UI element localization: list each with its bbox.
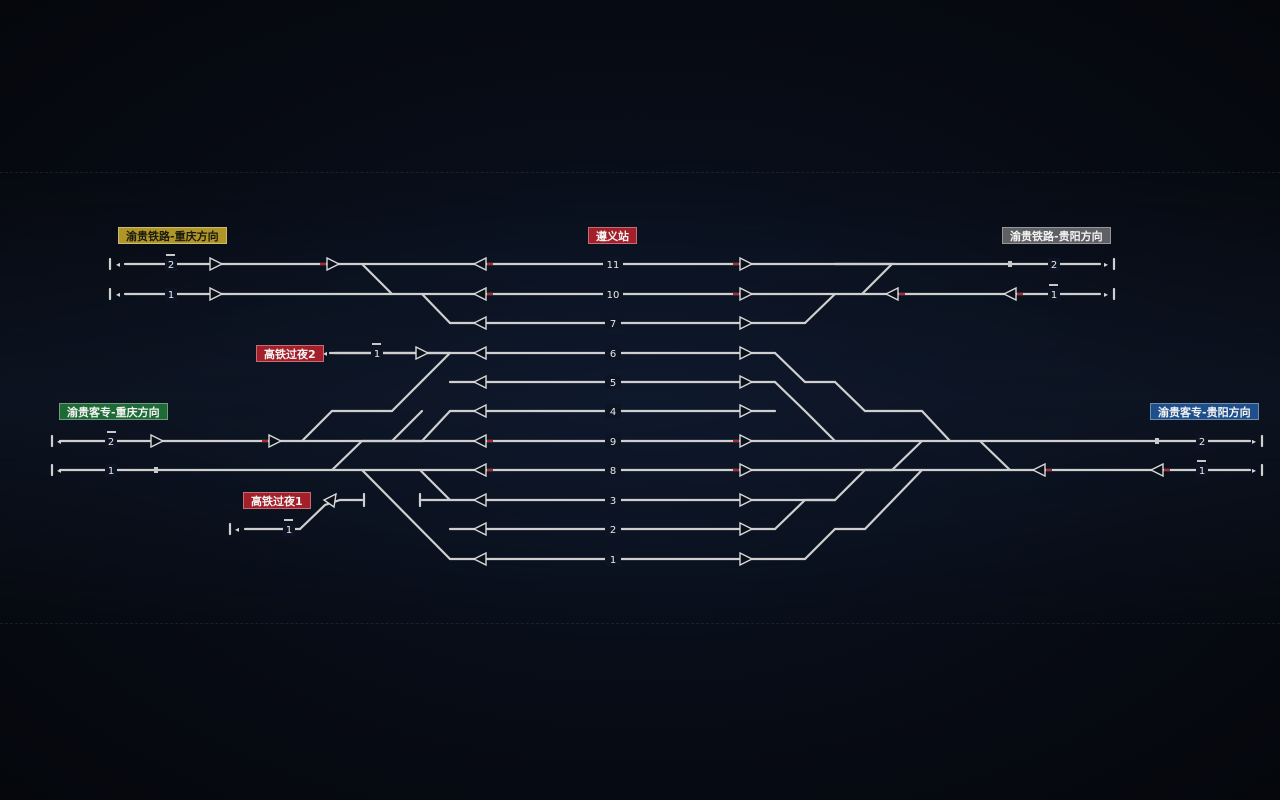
signal-icon[interactable] bbox=[209, 286, 224, 302]
block-indicator bbox=[284, 519, 293, 521]
signal-icon[interactable] bbox=[472, 403, 487, 419]
signal-icon[interactable] bbox=[1031, 462, 1046, 478]
signal-icon[interactable] bbox=[1002, 286, 1017, 302]
label-overnight-2: 高铁过夜2 bbox=[256, 345, 324, 362]
line-end-arrow-icon: ◂ bbox=[235, 525, 239, 534]
signal-icon[interactable] bbox=[739, 521, 754, 537]
crossover[interactable] bbox=[803, 292, 837, 325]
block-indicator bbox=[1197, 460, 1206, 462]
line-end-arrow-icon: ▸ bbox=[1252, 437, 1256, 446]
crossover[interactable] bbox=[300, 409, 394, 443]
signal-icon[interactable] bbox=[739, 433, 754, 449]
signal-icon[interactable] bbox=[268, 433, 283, 449]
crossover[interactable] bbox=[833, 262, 895, 296]
track-number: 10 bbox=[607, 290, 620, 301]
signal-icon[interactable] bbox=[739, 374, 754, 390]
crossover[interactable] bbox=[773, 351, 952, 443]
label-guiyang-railway: 渝贵铁路-贵阳方向 bbox=[1002, 227, 1111, 244]
line-number: 2 bbox=[1199, 437, 1205, 448]
crossover[interactable] bbox=[360, 468, 452, 561]
track-number: 2 bbox=[610, 525, 616, 536]
line-number: 2 bbox=[1051, 260, 1057, 271]
track-number: 3 bbox=[610, 496, 616, 507]
signal-icon[interactable] bbox=[472, 315, 487, 331]
crossover[interactable] bbox=[360, 262, 394, 296]
line-end-arrow-icon: ◂ bbox=[116, 290, 120, 299]
line-number: 1 bbox=[286, 525, 292, 536]
signal-icon[interactable] bbox=[739, 492, 754, 508]
signal-icon[interactable] bbox=[1149, 462, 1164, 478]
crossover[interactable] bbox=[418, 468, 452, 502]
signal-icon[interactable] bbox=[472, 256, 487, 272]
signal-icon[interactable] bbox=[472, 374, 487, 390]
line-number: 1 bbox=[1051, 290, 1057, 301]
signal-icon[interactable] bbox=[472, 345, 487, 361]
signal-icon[interactable] bbox=[472, 433, 487, 449]
line-end-arrow-icon: ▸ bbox=[1104, 290, 1108, 299]
track-number: 7 bbox=[610, 319, 616, 330]
line-number: 1 bbox=[1199, 466, 1205, 477]
signal-icon[interactable] bbox=[472, 551, 487, 567]
signal-icon[interactable] bbox=[415, 345, 430, 361]
track-number: 5 bbox=[610, 378, 616, 389]
crossover[interactable] bbox=[420, 292, 452, 325]
line-end-arrow-icon: ▸ bbox=[1104, 260, 1108, 269]
label-chongqing-railway: 渝贵铁路-重庆方向 bbox=[118, 227, 227, 244]
stop-marker bbox=[154, 467, 158, 473]
signal-icon[interactable] bbox=[739, 286, 754, 302]
track-number: 9 bbox=[610, 437, 616, 448]
crossover[interactable] bbox=[978, 439, 1012, 472]
signal-icon[interactable] bbox=[884, 286, 899, 302]
label-guiyang-pdl: 渝贵客专-贵阳方向 bbox=[1150, 403, 1259, 420]
label-chongqing-pdl: 渝贵客专-重庆方向 bbox=[59, 403, 168, 420]
signal-icon[interactable] bbox=[739, 551, 754, 567]
line-number: 1 bbox=[374, 349, 380, 360]
block-indicator bbox=[107, 431, 116, 433]
signal-icon[interactable] bbox=[472, 286, 487, 302]
crossover[interactable] bbox=[390, 409, 424, 443]
line-number: 2 bbox=[108, 437, 114, 448]
line-end-arrow-icon: ◂ bbox=[323, 349, 327, 358]
diagram-panel bbox=[0, 172, 1280, 624]
line-number: 1 bbox=[168, 290, 174, 301]
track-number: 6 bbox=[610, 349, 616, 360]
line-end-arrow-icon: ◂ bbox=[57, 466, 61, 475]
track-number: 1 bbox=[610, 555, 616, 566]
crossover[interactable] bbox=[833, 439, 924, 502]
line-end-arrow-icon: ◂ bbox=[57, 437, 61, 446]
line-number: 1 bbox=[108, 466, 114, 477]
stop-marker bbox=[1008, 261, 1012, 267]
signal-icon[interactable] bbox=[326, 256, 341, 272]
signal-icon[interactable] bbox=[209, 256, 224, 272]
signal-icon[interactable] bbox=[739, 315, 754, 331]
crossover[interactable] bbox=[773, 498, 837, 531]
signal-icon[interactable] bbox=[472, 521, 487, 537]
signal-icon[interactable] bbox=[739, 462, 754, 478]
signal-icon[interactable] bbox=[472, 492, 487, 508]
signal-icon[interactable] bbox=[150, 433, 165, 449]
block-indicator bbox=[372, 343, 381, 345]
line-end-arrow-icon: ◂ bbox=[116, 260, 120, 269]
stop-marker bbox=[1155, 438, 1159, 444]
signal-icon[interactable] bbox=[739, 403, 754, 419]
crossover[interactable] bbox=[773, 380, 837, 443]
signal-icon[interactable] bbox=[322, 492, 337, 509]
signal-icon[interactable] bbox=[739, 256, 754, 272]
line-end-arrow-icon: ▸ bbox=[1252, 466, 1256, 475]
signal-icon[interactable] bbox=[739, 345, 754, 361]
crossover[interactable] bbox=[390, 351, 452, 413]
block-indicator bbox=[1049, 284, 1058, 286]
block-indicator bbox=[166, 254, 175, 256]
label-station: 遵义站 bbox=[588, 227, 637, 244]
signal-icon[interactable] bbox=[472, 462, 487, 478]
crossover[interactable] bbox=[803, 468, 924, 561]
track-number: 4 bbox=[610, 407, 616, 418]
track-number: 11 bbox=[607, 260, 620, 271]
label-overnight-1: 高铁过夜1 bbox=[243, 492, 311, 509]
track-number: 8 bbox=[610, 466, 616, 477]
line-number: 2 bbox=[168, 260, 174, 271]
